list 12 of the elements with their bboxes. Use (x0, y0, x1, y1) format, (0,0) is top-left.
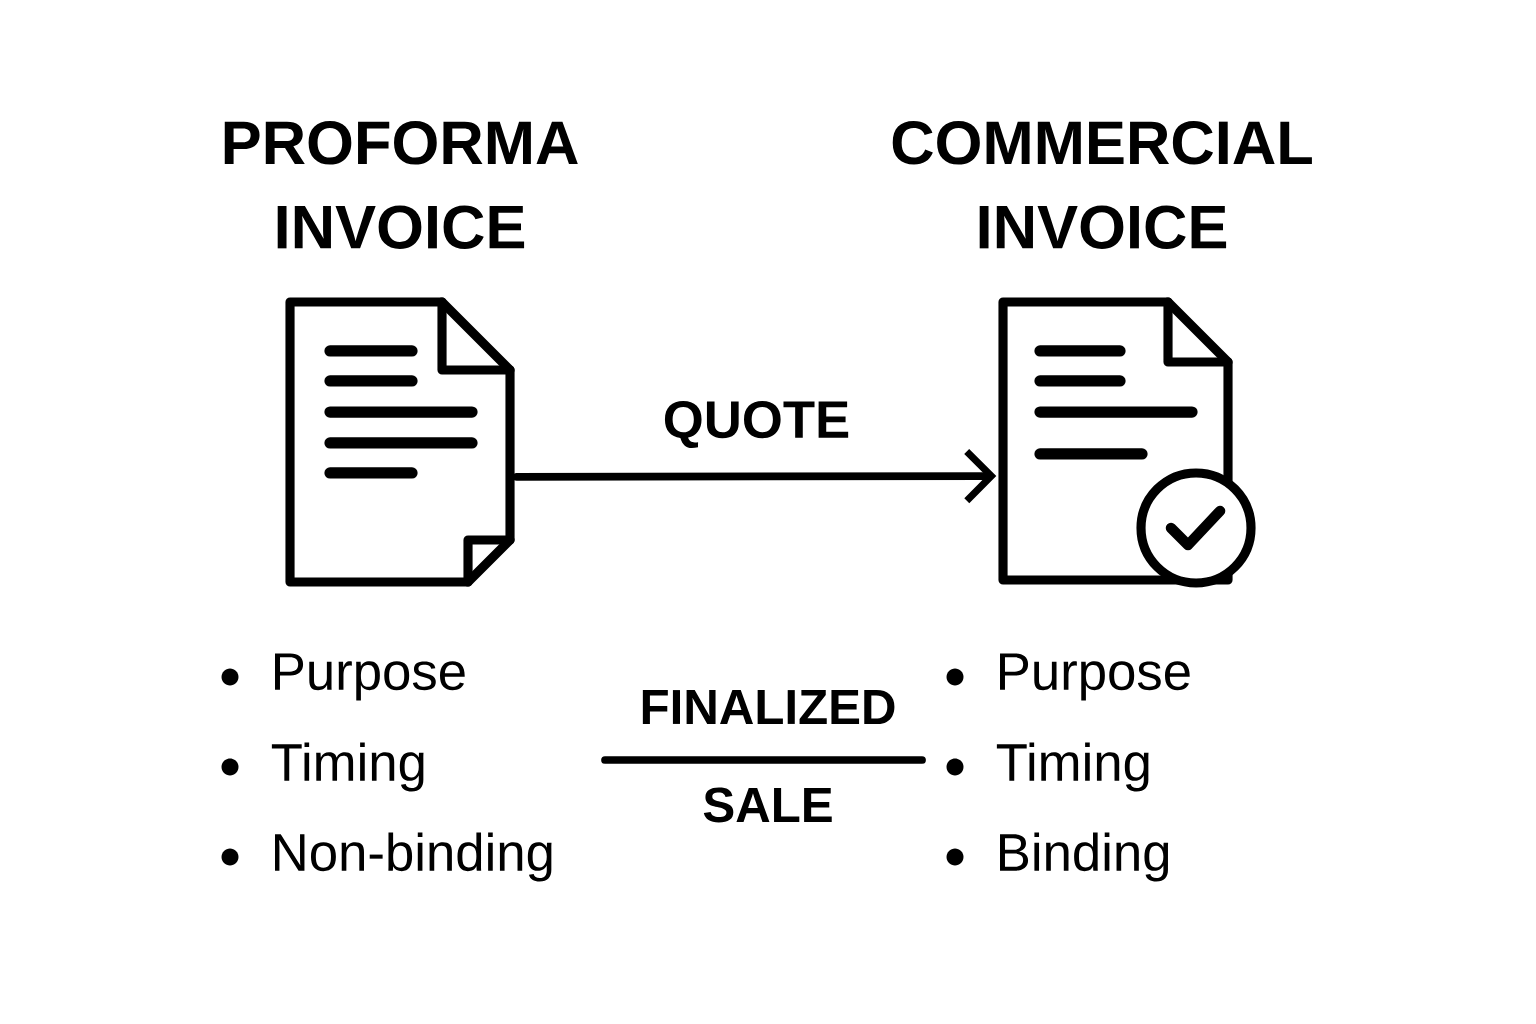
list-item: Timing (271, 742, 424, 792)
list-item: Timing (996, 742, 1149, 792)
edge-label: QUOTE (655, 393, 858, 456)
divider-label: FINALIZED (642, 690, 895, 724)
list-item: Binding (1000, 832, 1169, 882)
divider-label: SALE (703, 787, 832, 823)
list-item: Purpose (275, 653, 465, 701)
heading: COMMERCIAL INVOICE (892, 121, 1312, 249)
list-item: Non-binding (275, 832, 552, 882)
list-item: Purpose (1000, 653, 1190, 701)
arrow (512, 449, 997, 504)
heading: PROFORMA INVOICE (224, 121, 578, 249)
